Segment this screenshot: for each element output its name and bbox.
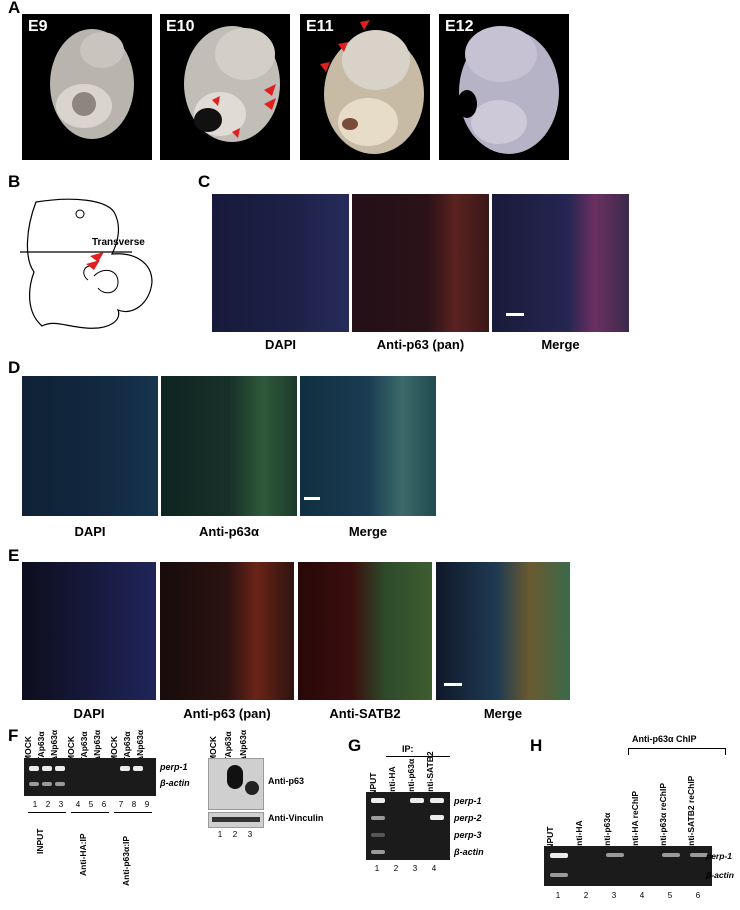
transverse-label: Transverse [92, 237, 145, 248]
f-group-input: INPUT [35, 828, 45, 855]
f-row-label-actin: β-actin [160, 778, 190, 788]
f-lane-num-4: 4 [75, 800, 81, 809]
micrograph-e-p63 [160, 562, 294, 700]
h-row-label-perp1: perp-1 [706, 851, 732, 861]
caption-e-p63: Anti-p63 (pan) [183, 706, 271, 721]
h-lane-num-4: 4 [639, 891, 645, 900]
h-chip-bracket [628, 748, 726, 755]
h-lane-header-5: Anti-p63α reChIP [658, 783, 668, 852]
g-lane-num-4: 4 [431, 864, 437, 873]
caption-d-p63a: Anti-p63α [199, 524, 259, 539]
wb-row-label-p63: Anti-p63 [268, 776, 304, 786]
embryo-schematic [20, 198, 153, 329]
caption-c-merge: Merge [541, 337, 580, 352]
h-lane-num-2: 2 [583, 891, 589, 900]
h-lane-num-6: 6 [695, 891, 701, 900]
g-ip-bracket [386, 756, 450, 757]
f-bracket-p63 [114, 812, 152, 813]
micrograph-d-p63a [161, 376, 297, 516]
panel-label-c: C [198, 172, 211, 191]
f-lane-num-6: 6 [101, 800, 107, 809]
h-pcr-gel [544, 846, 712, 886]
wb-lane-num-1: 1 [217, 830, 223, 839]
f-lane-num-1: 1 [32, 800, 38, 809]
micrograph-d-dapi [22, 376, 158, 516]
g-lane-num-2: 2 [393, 864, 399, 873]
stage-label-e12: E12 [445, 18, 474, 35]
embryo-image-e9: E9 [22, 14, 152, 160]
panel-label-b: B [8, 172, 21, 191]
h-lane-num-3: 3 [611, 891, 617, 900]
micrograph-d-merge [300, 376, 436, 516]
g-lane-num-1: 1 [374, 864, 380, 873]
h-lane-header-4: Anti-HA reChIP [630, 790, 640, 852]
f-row-label-perp1: perp-1 [160, 762, 188, 772]
f-bracket-ha [71, 812, 109, 813]
g-lane-header-4: Anti-SATB2 [425, 751, 435, 798]
caption-d-merge: Merge [348, 524, 388, 539]
embryo-image-e11: E11 [300, 14, 430, 160]
f-bracket-input [28, 812, 66, 813]
g-row-label-perp3: perp-3 [454, 830, 482, 840]
g-lane-num-3: 3 [412, 864, 418, 873]
micrograph-c-p63 [352, 194, 489, 332]
caption-c-dapi: DAPI [264, 337, 297, 352]
micrograph-e-merge [436, 562, 570, 700]
wb-p63-blot [208, 758, 264, 810]
embryo-image-e10: E10 [160, 14, 290, 160]
panel-label-e: E [8, 546, 20, 565]
panel-label-d: D [8, 358, 21, 377]
h-lane-header-6: Anti-SATB2 reChIP [686, 775, 696, 852]
panel-label-h: H [530, 736, 543, 755]
caption-e-merge: Merge [483, 706, 523, 721]
micrograph-e-dapi [22, 562, 156, 700]
f-lane-num-7: 7 [118, 800, 124, 809]
g-row-label-actin: β-actin [454, 847, 484, 857]
g-pcr-gel [366, 792, 450, 860]
f-pcr-gel [24, 758, 156, 796]
f-lane-num-2: 2 [45, 800, 51, 809]
f-lane-num-3: 3 [58, 800, 64, 809]
stage-label-e11: E11 [306, 18, 334, 35]
embryo-image-e12: E12 [439, 14, 569, 160]
micrograph-c-merge [492, 194, 629, 332]
h-bracket-label: Anti-p63α ChIP [632, 734, 697, 744]
g-ip-label: IP: [402, 744, 414, 754]
f-group-ha: Anti-HA:IP [78, 833, 88, 877]
stage-label-e10: E10 [166, 18, 195, 35]
h-row-label-actin: β-actin [706, 870, 734, 880]
h-lane-num-1: 1 [555, 891, 561, 900]
h-lane-num-5: 5 [667, 891, 673, 900]
g-row-label-perp1: perp-1 [454, 796, 482, 806]
f-lane-num-9: 9 [144, 800, 150, 809]
wb-lane-num-2: 2 [232, 830, 238, 839]
f-lane-num-5: 5 [88, 800, 94, 809]
f-lane-num-8: 8 [131, 800, 137, 809]
wb-row-label-vinculin: Anti-Vinculin [268, 813, 324, 823]
wb-vinculin-blot [208, 812, 264, 828]
micrograph-c-dapi [212, 194, 349, 332]
caption-e-satb2: Anti-SATB2 [329, 706, 401, 721]
caption-c-p63: Anti-p63 (pan) [376, 337, 465, 352]
panel-label-a: A [8, 0, 21, 17]
caption-d-dapi: DAPI [74, 524, 106, 539]
caption-e-dapi: DAPI [73, 706, 105, 721]
g-row-label-perp2: perp-2 [454, 813, 482, 823]
f-group-p63: Anti-p63α:IP [121, 835, 131, 886]
micrograph-e-satb2 [298, 562, 432, 700]
stage-label-e9: E9 [28, 18, 48, 35]
wb-lane-num-3: 3 [247, 830, 253, 839]
panel-label-g: G [348, 736, 362, 755]
panel-label-f: F [8, 726, 19, 745]
